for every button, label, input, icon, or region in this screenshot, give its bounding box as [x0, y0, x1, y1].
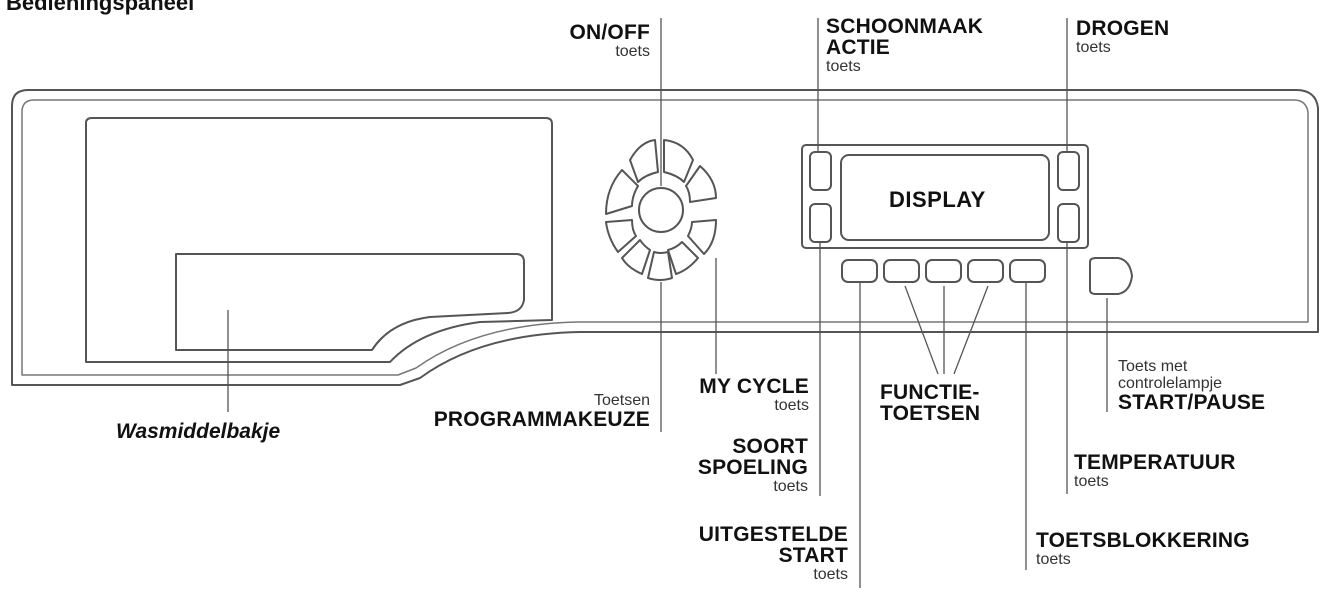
drogen-label: DROGEN toets — [1076, 18, 1169, 56]
display-frame — [801, 144, 1089, 249]
temperatuur-sub: toets — [1074, 473, 1109, 490]
temperatuur-label: TEMPERATUUR toets — [1074, 452, 1236, 490]
soort-spoeling-title-1: SOORT — [732, 435, 808, 458]
display-screen — [840, 154, 1050, 241]
mycycle-title: MY CYCLE — [699, 375, 809, 398]
onoff-sub: toets — [615, 43, 650, 60]
toetsblokkering-title: TOETSBLOKKERING — [1036, 529, 1250, 552]
detergent-drawer-handle — [175, 253, 525, 351]
mycycle-label: MY CYCLE toets — [699, 376, 809, 414]
uitgestelde-start-button[interactable] — [841, 259, 878, 283]
programmakeuze-pre: Toetsen — [593, 392, 650, 409]
diagram-title: Bedieningspaneel — [6, 0, 195, 15]
program-dial[interactable] — [605, 139, 717, 281]
toetsblokkering-button[interactable] — [1009, 259, 1046, 283]
start-pause-pre-2: controlelampje — [1118, 375, 1223, 392]
toetsblokkering-sub: toets — [1036, 551, 1071, 568]
schoonmaak-actie-label: SCHOONMAAK ACTIE toets — [826, 16, 983, 75]
function-button-2[interactable] — [925, 259, 962, 283]
functie-toetsen-label: FUNCTIE- TOETSEN — [880, 382, 980, 424]
schoonmaak-sub: toets — [826, 58, 861, 75]
function-button-1[interactable] — [883, 259, 920, 283]
soort-spoeling-button[interactable] — [809, 203, 832, 243]
functie-title-2: TOETSEN — [880, 402, 981, 425]
uitgestelde-start-sub: toets — [813, 566, 848, 583]
programmakeuze-title: PROGRAMMAKEUZE — [433, 408, 650, 431]
soort-spoeling-title-2: SPOELING — [697, 456, 808, 479]
start-pause-button[interactable] — [1089, 257, 1133, 295]
display-label: DISPLAY — [889, 187, 986, 212]
uitgestelde-start-title-2: START — [778, 544, 848, 567]
schoonmaak-title-1: SCHOONMAAK — [826, 15, 984, 38]
soort-spoeling-label: SOORT SPOELING toets — [698, 436, 808, 495]
detergent-drawer-label: Wasmiddelbakje — [116, 420, 281, 443]
programmakeuze-label: Toetsen PROGRAMMAKEUZE — [433, 392, 650, 431]
leader-lines — [227, 18, 1108, 588]
schoonmaak-actie-button[interactable] — [809, 151, 832, 191]
panel-outline — [11, 89, 1319, 386]
onoff-label: ON/OFF toets — [569, 22, 650, 60]
drogen-sub: toets — [1076, 39, 1111, 56]
drogen-title: DROGEN — [1076, 17, 1170, 40]
function-button-3[interactable] — [967, 259, 1004, 283]
mycycle-sub: toets — [774, 397, 809, 414]
onoff-title: ON/OFF — [569, 21, 650, 44]
soort-spoeling-sub: toets — [773, 478, 808, 495]
temperatuur-title: TEMPERATUUR — [1074, 451, 1236, 474]
drogen-button[interactable] — [1057, 151, 1080, 191]
functie-title-1: FUNCTIE- — [880, 381, 980, 404]
detergent-drawer-outline — [85, 117, 553, 363]
panel-inner-outline — [21, 99, 1309, 376]
schoonmaak-title-2: ACTIE — [826, 36, 890, 59]
start-pause-label: Toets met controlelampje START/PAUSE — [1118, 358, 1266, 414]
uitgestelde-start-label: UITGESTELDE START toets — [699, 524, 848, 583]
start-pause-title: START/PAUSE — [1118, 391, 1266, 414]
uitgestelde-start-title-1: UITGESTELDE — [698, 523, 848, 546]
toetsblokkering-label: TOETSBLOKKERING toets — [1036, 530, 1250, 568]
temperatuur-button[interactable] — [1057, 203, 1080, 243]
start-pause-pre-1: Toets met — [1118, 358, 1188, 375]
